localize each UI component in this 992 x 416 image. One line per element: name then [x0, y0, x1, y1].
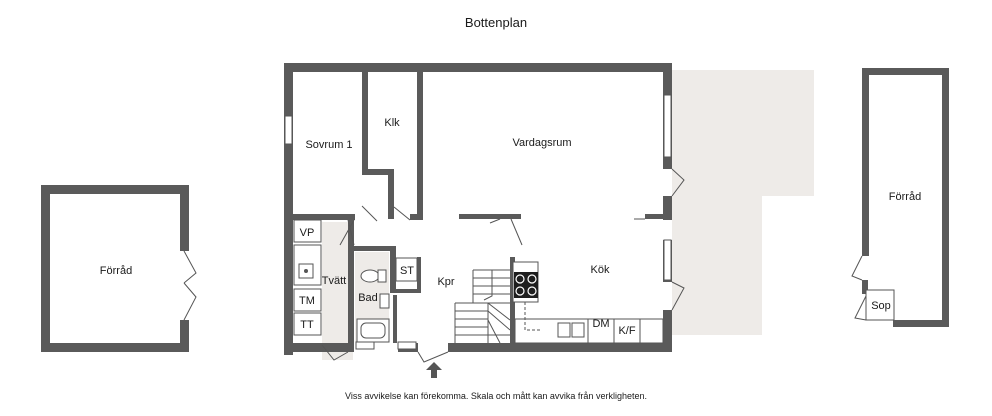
room-label-forrad-left: Förråd	[100, 265, 132, 277]
tt-box	[293, 312, 322, 336]
room-label-vardagsrum: Vardagsrum	[512, 137, 571, 149]
dishwasher	[587, 318, 615, 344]
room-label-kok: Kök	[591, 264, 610, 276]
label-dm: DM	[592, 318, 609, 330]
right-storage-building: Förråd Sop	[851, 68, 949, 327]
terrace-area	[672, 70, 814, 335]
entrance-door	[417, 351, 449, 363]
label-st: ST	[400, 265, 414, 277]
sop-room	[865, 289, 895, 321]
laundry-floor	[322, 222, 353, 360]
tm-box	[293, 288, 322, 312]
room-label-tvatt: Tvätt	[322, 275, 346, 287]
laundry-sink	[293, 244, 322, 286]
kitchen-sink-right	[571, 322, 585, 338]
label-vp: VP	[300, 227, 315, 239]
bathroom-fixtures	[355, 252, 417, 350]
drain-icon	[304, 269, 308, 273]
room-label-sovrum: Sovrum 1	[305, 139, 352, 151]
interior-walls	[293, 72, 672, 361]
room-label-klk: Klk	[384, 117, 400, 129]
label-tm: TM	[299, 295, 315, 307]
room-label-kpr: Kpr	[437, 276, 454, 288]
toilet-icon	[360, 269, 380, 283]
fridge-freezer	[613, 318, 641, 344]
vp-box	[293, 219, 322, 243]
double-door-icon	[183, 250, 197, 321]
bathroom-sink-icon	[379, 293, 390, 309]
main-house-walls	[284, 63, 685, 355]
label-kf: K/F	[618, 325, 635, 337]
label-sop: Sop	[871, 300, 891, 312]
laundry-fixtures: VP TM TT	[293, 219, 322, 336]
kitchen-fixtures: DM K/F	[512, 261, 664, 344]
left-storage-building: Förråd	[41, 185, 197, 352]
room-label-forrad-right: Förråd	[889, 191, 921, 203]
room-label-bad: Bad	[358, 292, 378, 304]
disclaimer-text: Viss avvikelse kan förekomma. Skala och …	[345, 391, 647, 401]
bathtub-icon	[356, 318, 390, 343]
st-cabinet	[395, 257, 418, 282]
kitchen-sink-left	[557, 322, 571, 338]
label-tt: TT	[300, 319, 314, 331]
staircase	[454, 269, 511, 344]
entrance-arrow-icon	[426, 362, 442, 378]
plan-title: Bottenplan	[465, 15, 527, 30]
